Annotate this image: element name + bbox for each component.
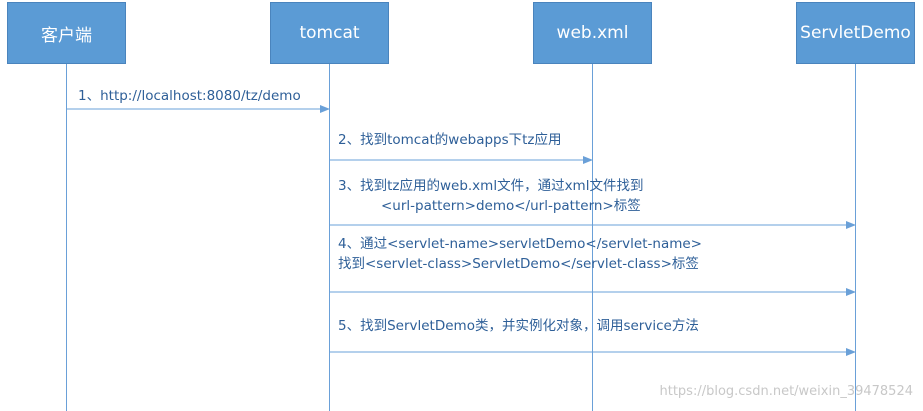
message-5-text: 5、找到ServletDemo类，并实例化对象，调用service方法 xyxy=(338,316,699,336)
participant-servletdemo: ServletDemo xyxy=(796,2,915,64)
message-3-text: 3、找到tz应用的web.xml文件，通过xml文件找到 <url-patter… xyxy=(338,176,643,216)
message-4-text: 4、通过<servlet-name>servletDemo</servlet-n… xyxy=(338,234,702,274)
lifeline-webxml xyxy=(592,64,593,411)
lifeline-tomcat xyxy=(329,64,330,411)
message-3-line2: <url-pattern>demo</url-pattern>标签 xyxy=(381,198,641,214)
message-4-line1: 4、通过<servlet-name>servletDemo</servlet-n… xyxy=(338,236,702,252)
lifeline-client xyxy=(66,64,67,411)
participant-servletdemo-label: ServletDemo xyxy=(800,23,911,43)
participant-client: 客户端 xyxy=(7,2,126,64)
participant-tomcat: tomcat xyxy=(270,2,389,64)
participant-webxml: web.xml xyxy=(533,2,652,64)
participant-tomcat-label: tomcat xyxy=(299,23,360,43)
message-2-text: 2、找到tomcat的webapps下tz应用 xyxy=(338,130,562,150)
message-1-line1: 1、http://localhost:8080/tz/demo xyxy=(78,88,301,104)
message-4-line2: 找到<servlet-class>ServletDemo</servlet-cl… xyxy=(338,256,699,272)
lifeline-servletdemo xyxy=(855,64,856,411)
message-1-text: 1、http://localhost:8080/tz/demo xyxy=(78,86,301,106)
message-5-line1: 5、找到ServletDemo类，并实例化对象，调用service方法 xyxy=(338,318,699,334)
message-3-line1: 3、找到tz应用的web.xml文件，通过xml文件找到 xyxy=(338,178,644,194)
participant-client-label: 客户端 xyxy=(41,25,92,46)
message-2-line1: 2、找到tomcat的webapps下tz应用 xyxy=(338,132,562,148)
participant-webxml-label: web.xml xyxy=(556,23,629,43)
watermark: https://blog.csdn.net/weixin_39478524 xyxy=(659,384,913,399)
